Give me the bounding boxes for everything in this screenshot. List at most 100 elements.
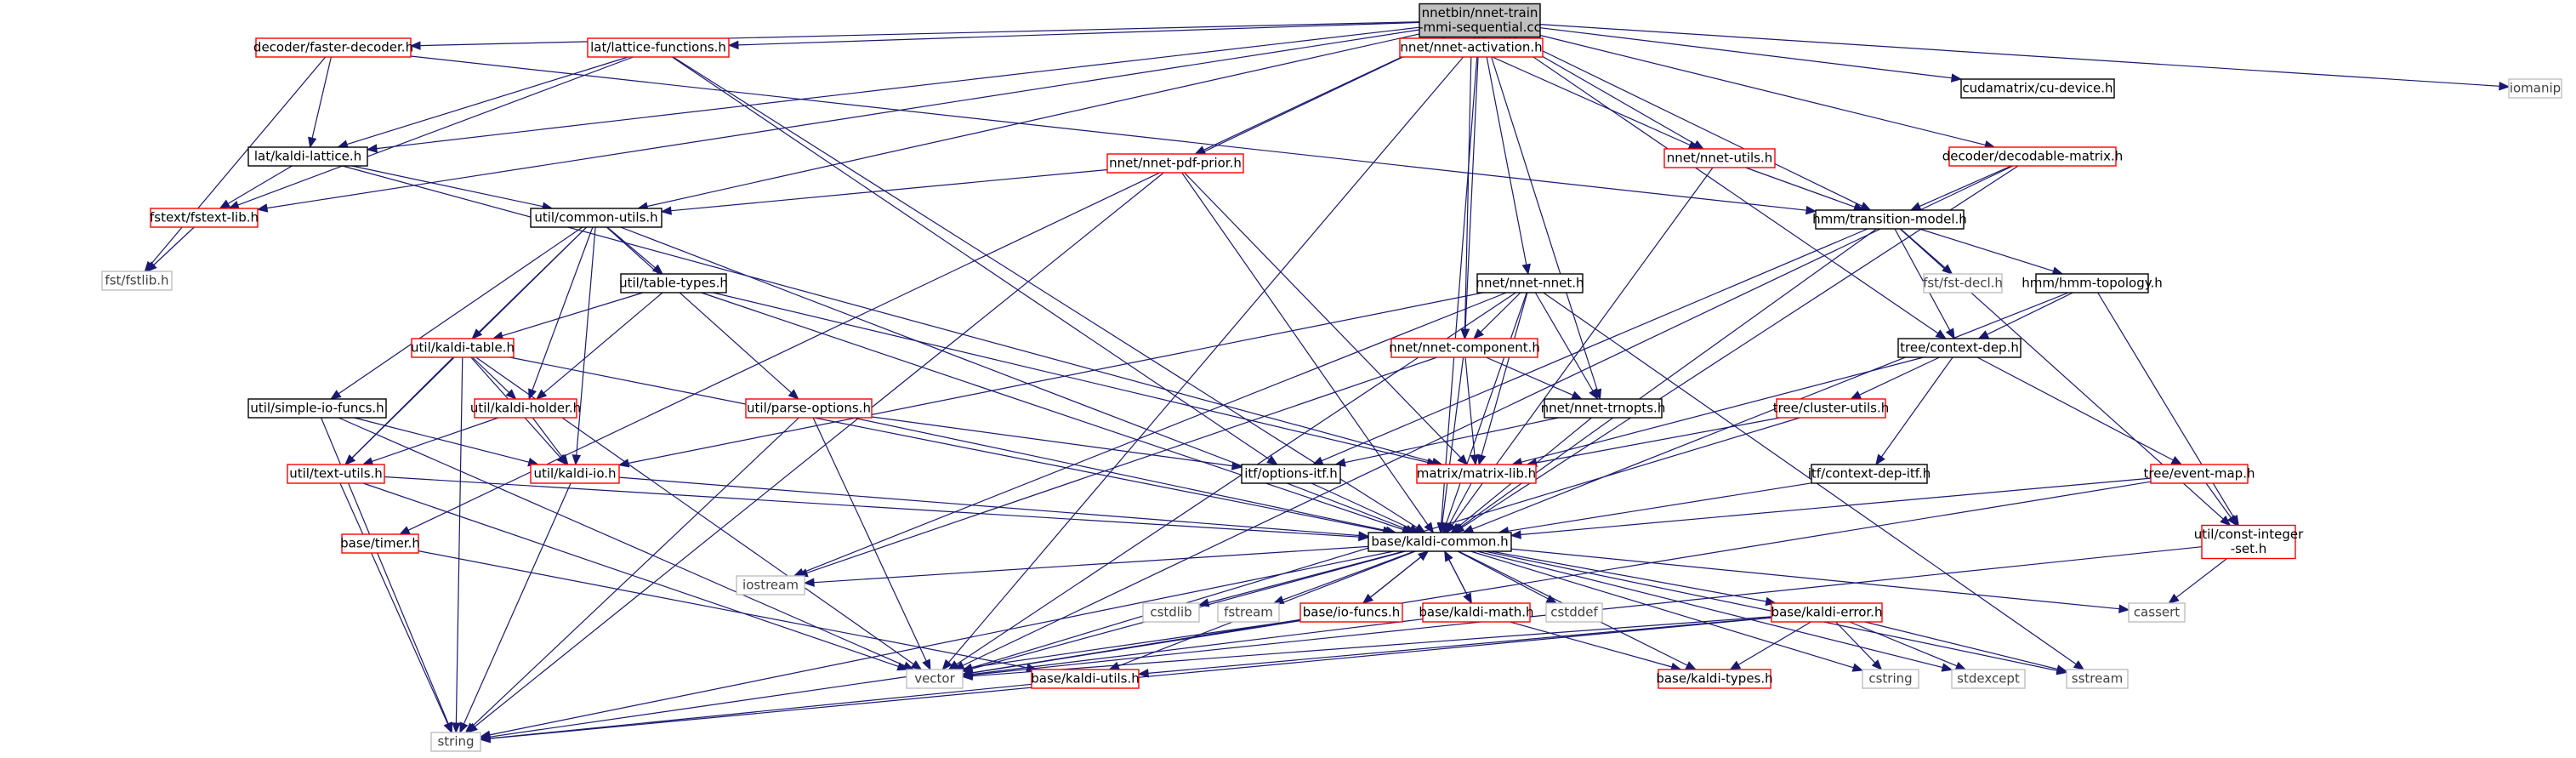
include-edge — [713, 292, 1438, 467]
node-kerror[interactable]: base/kaldi-error.h — [1771, 602, 1883, 623]
edge-arrowhead — [443, 721, 452, 734]
node-box — [1862, 669, 1919, 689]
include-edge — [1976, 356, 2183, 465]
include-edge — [961, 620, 1301, 678]
node-nnact[interactable]: nnet/nnet-activation.h — [1399, 37, 1544, 58]
include-edge — [871, 416, 1243, 470]
include-edge — [479, 619, 1301, 742]
node-box — [1951, 669, 2026, 689]
edge-line — [802, 292, 1507, 573]
node-label: fst/fstlib.h — [105, 273, 168, 288]
edge-arrowhead — [452, 722, 461, 734]
edge-line — [618, 476, 1360, 537]
node-kmath[interactable]: base/kaldi-math.h — [1419, 602, 1534, 623]
node-ctxitf[interactable]: itf/context-dep-itf.h — [1808, 464, 1931, 484]
edge-arrowhead — [896, 662, 909, 671]
node-root[interactable]: nnetbin/nnet-train-mmi-sequential.cc — [1419, 3, 1541, 38]
node-faster[interactable]: decoder/faster-decoder.h — [253, 37, 413, 58]
edge-arrowhead — [941, 658, 952, 671]
edge-line — [971, 616, 1772, 677]
node-transmodel[interactable]: hmm/transition-model.h — [1812, 209, 1967, 230]
edge-line — [489, 683, 1032, 739]
node-label: nnet/nnet-nnet.h — [1476, 276, 1584, 291]
include-edge — [1444, 550, 1472, 604]
node-constint[interactable]: util/const-integer-set.h — [2194, 524, 2304, 560]
edge-arrowhead — [2168, 593, 2180, 604]
node-simpleio[interactable]: util/simple-io-funcs.h — [247, 398, 387, 419]
edge-arrowhead — [1521, 263, 1531, 276]
node-box — [1897, 338, 2022, 358]
include-edge — [398, 36, 1446, 535]
edge-line — [1539, 34, 1986, 145]
node-kcommon[interactable]: base/kaldi-common.h — [1368, 532, 1512, 552]
include-edge — [410, 55, 1817, 215]
include-edge — [803, 545, 1369, 587]
edge-arrowhead — [1137, 669, 1149, 678]
edge-arrowhead — [308, 136, 317, 149]
edge-line — [713, 292, 1429, 464]
edge-line — [509, 356, 1384, 532]
include-edge — [228, 56, 634, 209]
edge-line — [502, 292, 644, 337]
node-latfun[interactable]: lat/lattice-functions.h — [587, 37, 730, 58]
node-ktypes[interactable]: base/kaldi-types.h — [1656, 669, 1773, 689]
edge-arrowhead — [2118, 604, 2130, 613]
node-cluster[interactable]: tree/cluster-utils.h — [1773, 398, 1890, 419]
edge-arrowhead — [2220, 515, 2232, 527]
edge-line — [472, 356, 510, 393]
node-pdfprior[interactable]: nnet/nnet-pdf-prior.h — [1106, 153, 1244, 174]
node-kalditable[interactable]: util/kaldi-table.h — [411, 338, 515, 358]
node-label: util/text-utils.h — [289, 466, 383, 482]
include-edge — [472, 356, 517, 400]
node-parseopt[interactable]: util/parse-options.h — [745, 398, 873, 419]
graph-edges — [144, 21, 2511, 744]
node-nnetnnet[interactable]: nnet/nnet-nnet.h — [1476, 273, 1584, 294]
node-box — [736, 575, 805, 596]
node-decmat[interactable]: decoder/decodable-matrix.h — [1942, 146, 2124, 167]
node-label: -set.h — [2231, 541, 2267, 556]
edge-arrowhead — [1950, 73, 1963, 83]
node-cudev[interactable]: cudamatrix/cu-device.h — [1960, 78, 2115, 99]
edge-arrowhead — [2170, 456, 2183, 465]
node-iofuncs[interactable]: base/io-funcs.h — [1299, 602, 1403, 623]
node-label: nnet/nnet-utils.h — [1667, 151, 1773, 166]
node-matlib[interactable]: matrix/matrix-lib.h — [1416, 464, 1537, 484]
node-nncomp[interactable]: nnet/nnet-component.h — [1389, 338, 1540, 358]
node-optitf[interactable]: itf/options-itf.h — [1241, 464, 1341, 484]
node-textutils[interactable]: util/text-utils.h — [287, 464, 385, 484]
include-edge — [617, 292, 1484, 468]
node-box — [150, 208, 259, 228]
edge-arrowhead — [1477, 453, 1487, 466]
node-holder[interactable]: util/kaldi-holder.h — [470, 398, 581, 419]
edge-line — [1919, 165, 2012, 208]
node-label: nnet/nnet-component.h — [1389, 340, 1540, 356]
node-trnopts[interactable]: nnet/nnet-trnopts.h — [1541, 398, 1666, 419]
edge-line — [1321, 228, 1868, 462]
node-ctxdep[interactable]: tree/context-dep.h — [1897, 338, 2022, 358]
node-fstextlib[interactable]: fstext/fstext-lib.h — [150, 208, 259, 228]
node-tabletypes[interactable]: util/table-types.h — [619, 273, 728, 294]
edge-line — [153, 226, 195, 265]
include-edge — [671, 56, 1278, 465]
node-kutils[interactable]: base/kaldi-utils.h — [1031, 669, 1140, 689]
node-box — [474, 398, 577, 419]
edge-line — [1480, 292, 1521, 333]
edge-line — [1345, 417, 1559, 464]
node-timer[interactable]: base/timer.h — [340, 533, 420, 554]
edge-line — [1835, 621, 1876, 664]
include-edge — [1543, 292, 2085, 670]
include-edge — [2097, 292, 2239, 527]
node-commonutils[interactable]: util/common-utils.h — [530, 208, 662, 228]
node-label: hmm/transition-model.h — [1812, 212, 1967, 227]
node-hmmtopo[interactable]: hmm/hmm-topology.h — [2022, 273, 2163, 294]
node-kaldilat[interactable]: lat/kaldi-lattice.h — [247, 146, 368, 167]
node-nnutils[interactable]: nnet/nnet-utils.h — [1663, 148, 1776, 168]
edge-line — [737, 21, 1420, 46]
node-box — [2128, 602, 2186, 623]
node-kaldiio[interactable]: util/kaldi-io.h — [530, 464, 620, 484]
edge-line — [1147, 617, 1772, 674]
node-label: nnet/nnet-trnopts.h — [1541, 401, 1666, 416]
edge-line — [362, 482, 899, 667]
node-eventmap[interactable]: tree/event-map.h — [2144, 464, 2255, 484]
